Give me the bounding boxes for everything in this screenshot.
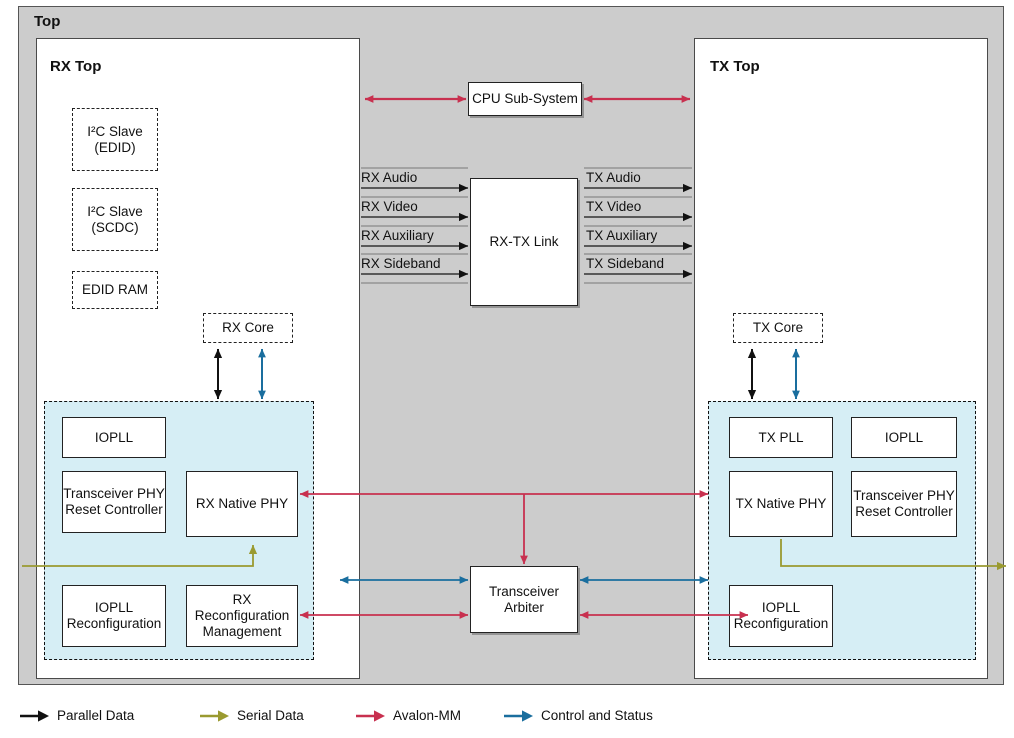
legend-item-control-and-status: Control and Status [504,708,653,723]
top-title: Top [34,13,61,30]
block-line1: Transceiver PHY [63,486,165,502]
rx-top-title: RX Top [50,58,102,75]
avalon-mm-arrow-icon [356,709,385,722]
block-line1: IOPLL [761,600,801,616]
signal-label-rx-video: RX Video [361,199,418,214]
block-line1: RX Native PHY [195,496,289,512]
block-rx-transceiver-phy-reset-controller: Transceiver PHY Reset Controller [62,471,166,533]
control-status-arrow-icon [504,709,533,722]
block-rx-core: RX Core [203,313,293,343]
legend-label: Parallel Data [57,708,135,723]
legend-label: Serial Data [237,708,304,723]
signal-label-tx-audio: TX Audio [586,170,641,185]
block-rx-native-phy: RX Native PHY [186,471,298,537]
block-line2: Reset Controller [65,502,163,517]
signal-label-tx-video: TX Video [586,199,642,214]
block-tx-transceiver-phy-reset-controller: Transceiver PHY Reset Controller [851,471,957,537]
legend: Parallel Data Serial Data Avalon-MM Cont… [18,706,1004,732]
block-line1: IOPLL [94,600,134,616]
block-cpu-subsystem: CPU Sub-System [468,82,582,116]
legend-item-avalon-mm: Avalon-MM [356,708,461,723]
block-transceiver-arbiter: Transceiver Arbiter [470,566,578,633]
block-line2: Management [202,623,282,639]
block-tx-native-phy: TX Native PHY [729,471,833,537]
block-line1: I²C Slave [87,123,143,139]
block-line1: I²C Slave [87,203,143,219]
block-line2: Reconfiguration [733,616,829,631]
block-rx-iopll: IOPLL [62,417,166,458]
block-tx-iopll: IOPLL [851,417,957,458]
legend-label: Control and Status [541,708,653,723]
tx-top-title: TX Top [710,58,760,75]
block-i2c-slave-scdc: I²C Slave (SCDC) [72,188,158,251]
parallel-data-arrow-icon [20,709,49,722]
block-tx-core: TX Core [733,313,823,343]
signal-label-rx-audio: RX Audio [361,170,418,185]
legend-item-parallel-data: Parallel Data [20,708,134,723]
signal-label-rx-auxiliary: RX Auxiliary [361,228,434,243]
block-line1: Transceiver [488,583,560,599]
block-line1: EDID RAM [81,282,148,298]
signal-label-rx-sideband: RX Sideband [361,256,441,271]
block-edid-ram: EDID RAM [72,271,158,309]
block-line1: RX-TX Link [489,234,559,250]
serial-data-arrow-icon [200,709,229,722]
block-line2: Reconfiguration [66,616,162,631]
block-line1: IOPLL [94,429,134,445]
block-line2: (SCDC) [91,219,139,235]
block-line1: RX Core [222,320,274,336]
block-line2: Arbiter [504,599,544,615]
block-line1: CPU Sub-System [472,91,578,107]
block-line1: TX Core [752,320,804,336]
block-line1: IOPLL [884,429,924,445]
block-line1: TX Native PHY [735,496,827,512]
signal-label-tx-auxiliary: TX Auxiliary [586,228,658,243]
block-rx-iopll-reconfiguration: IOPLL Reconfiguration [62,585,166,647]
block-line1: RX Reconfiguration [194,592,290,624]
block-rx-reconfiguration-management: RX Reconfiguration Management [186,585,298,647]
block-line2: (EDID) [94,139,136,155]
signal-label-tx-sideband: TX Sideband [586,256,665,271]
block-rx-tx-link: RX-TX Link [470,178,578,306]
legend-label: Avalon-MM [393,708,462,723]
block-line1: Transceiver PHY [853,488,955,504]
block-tx-pll: TX PLL [729,417,833,458]
block-line2: Reset Controller [855,504,953,519]
block-i2c-slave-edid: I²C Slave (EDID) [72,108,158,171]
block-line1: TX PLL [758,429,804,445]
block-tx-iopll-reconfiguration: IOPLL Reconfiguration [729,585,833,647]
legend-item-serial-data: Serial Data [200,708,304,723]
